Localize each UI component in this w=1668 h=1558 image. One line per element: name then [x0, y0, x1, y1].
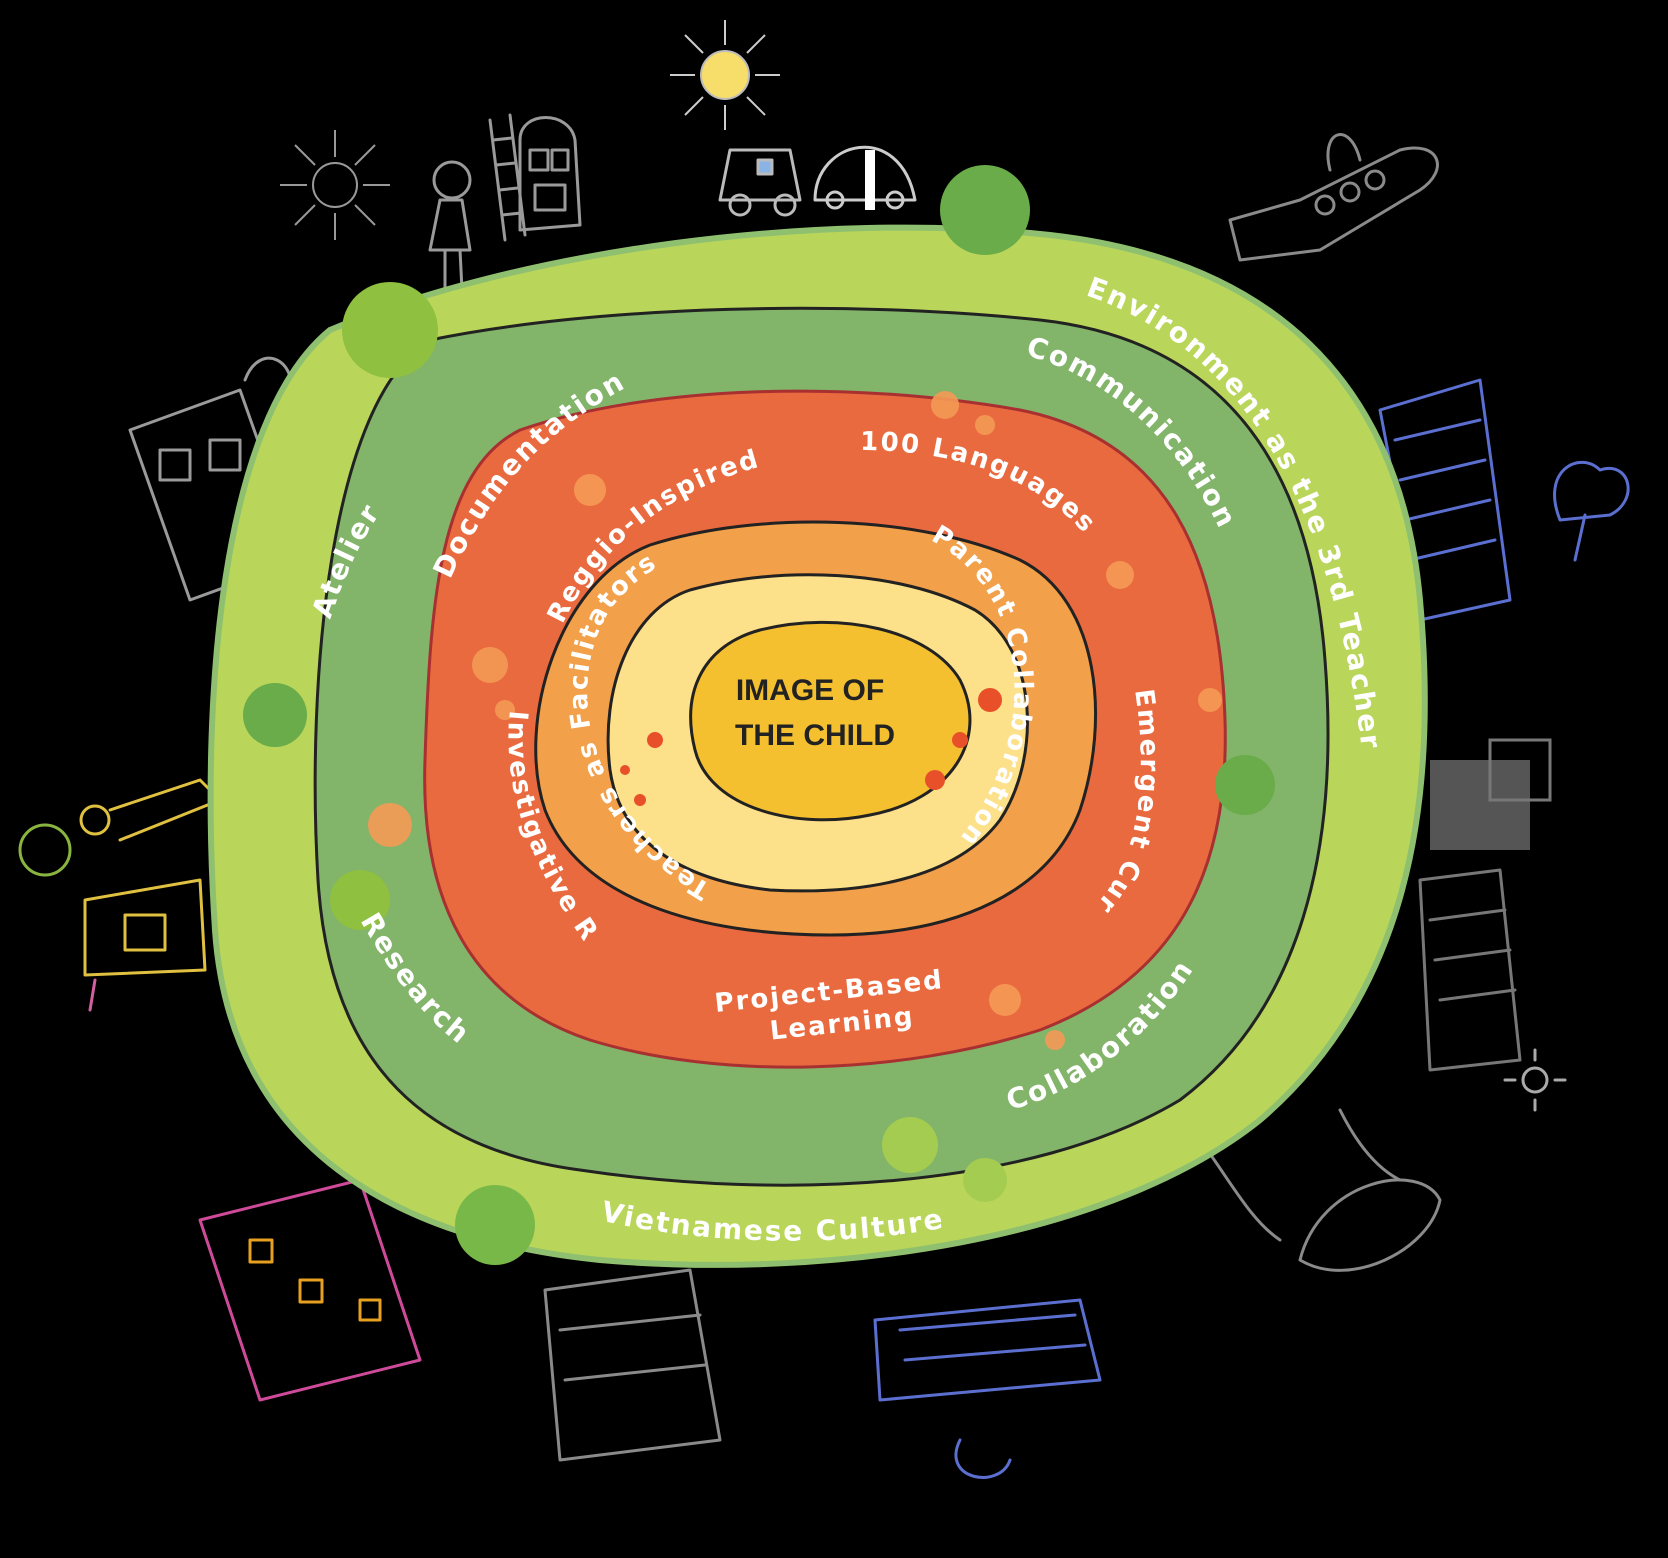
car-blue-doodle — [873, 1298, 1102, 1479]
airplane-doodle — [1228, 133, 1439, 262]
car-doodle — [813, 145, 917, 210]
center-title-line1: IMAGE OF — [736, 674, 884, 707]
house-doodle — [543, 1268, 722, 1462]
house-doodle — [518, 116, 582, 232]
tree-doodle — [1553, 460, 1630, 562]
truck-doodle — [1430, 738, 1552, 850]
school-doodle — [198, 1178, 422, 1402]
paint-splatter — [620, 688, 1002, 806]
car-doodle — [718, 148, 802, 217]
sun-doodle — [280, 130, 390, 240]
person-doodle — [18, 778, 222, 877]
cart-doodle — [1418, 868, 1522, 1072]
house-doodle — [83, 878, 207, 1012]
paint-splatter — [368, 391, 1222, 1050]
sun-small-doodle — [1503, 1048, 1567, 1112]
person-doodle — [428, 160, 472, 292]
sun-doodle — [670, 20, 780, 130]
center-title-line2: THE CHILD — [735, 719, 895, 752]
green-blob — [243, 165, 1275, 1265]
ladder-doodle — [488, 113, 527, 242]
center-scribble — [689, 620, 972, 822]
